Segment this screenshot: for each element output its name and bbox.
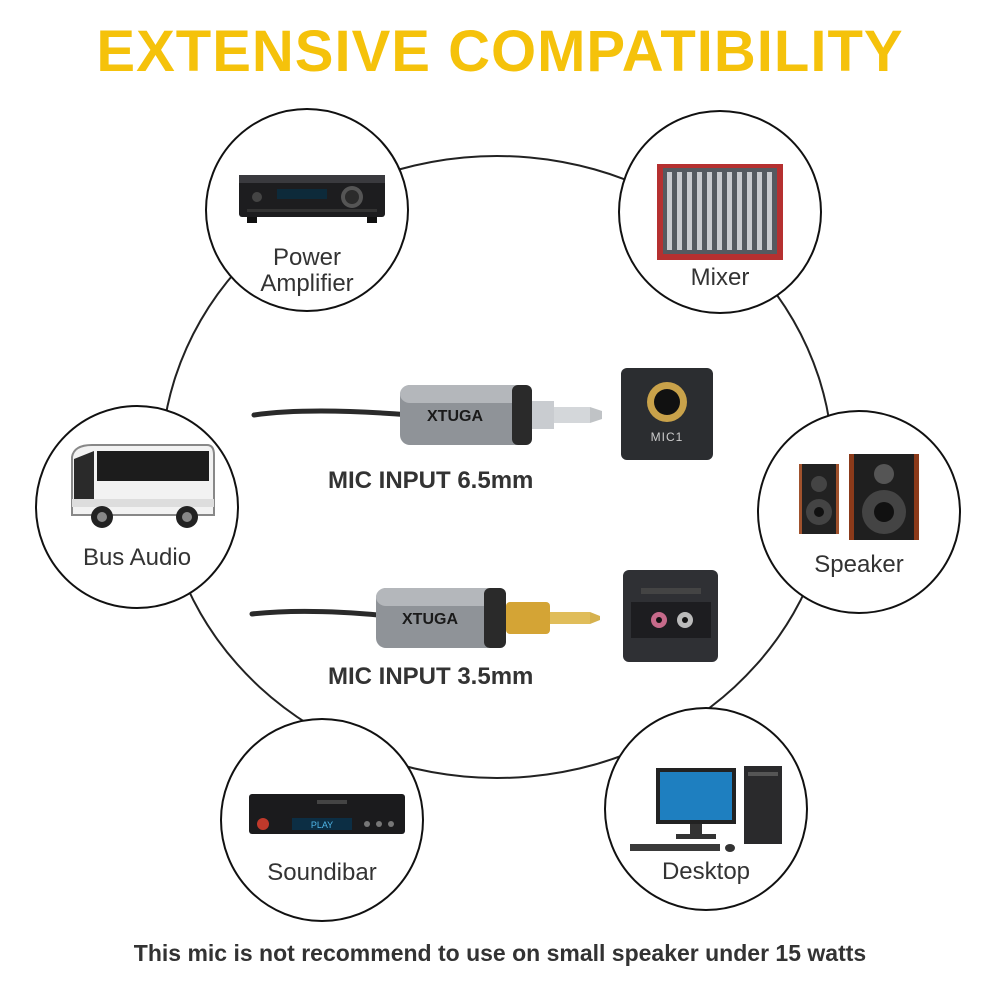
amplifier-icon	[239, 175, 385, 223]
device-label: Speaker	[814, 551, 904, 578]
footer-note: This mic is not recommend to use on smal…	[133, 940, 867, 966]
jack-socket-icon	[647, 382, 687, 422]
soundbar-icon: PLAY	[249, 794, 405, 834]
device-power-amplifier: Power Amplifier	[205, 108, 409, 312]
receiver-3-5mm: XTUGA	[249, 588, 600, 648]
device-label: Power Amplifier	[260, 244, 354, 297]
svg-text:XTUGA: XTUGA	[402, 611, 458, 628]
page-title: EXTENSIVE COMPATIBILITY	[96, 19, 904, 84]
mixer-icon	[657, 164, 783, 260]
device-mixer: Mixer	[618, 110, 822, 314]
bus-icon	[71, 444, 215, 528]
jack-panel-6-5mm: MIC1	[621, 368, 713, 460]
device-bus-audio: Bus Audio	[35, 405, 239, 609]
jack-label: MIC1	[650, 430, 684, 444]
mic-input-label-6-5mm: MIC INPUT 6.5mm	[328, 467, 534, 494]
receiver-6-5mm: XTUGA	[251, 385, 602, 445]
svg-text:PLAY: PLAY	[311, 820, 333, 830]
device-speaker: Speaker	[757, 410, 961, 614]
mic-input-label-3-5mm: MIC INPUT 3.5mm	[328, 663, 534, 690]
device-desktop: Desktop	[604, 707, 808, 911]
device-label: Bus Audio	[82, 544, 192, 571]
jack-panel-3-5mm	[623, 570, 718, 662]
device-soundbar: PLAY Soundibar	[220, 718, 424, 922]
svg-text:XTUGA: XTUGA	[427, 408, 483, 425]
audio-ports-icon	[631, 588, 711, 638]
desktop-icon	[630, 766, 782, 852]
device-label: Mixer	[690, 264, 750, 291]
device-label: Soundibar	[267, 859, 377, 886]
speaker-icon	[799, 454, 919, 540]
device-label: Desktop	[661, 858, 751, 885]
